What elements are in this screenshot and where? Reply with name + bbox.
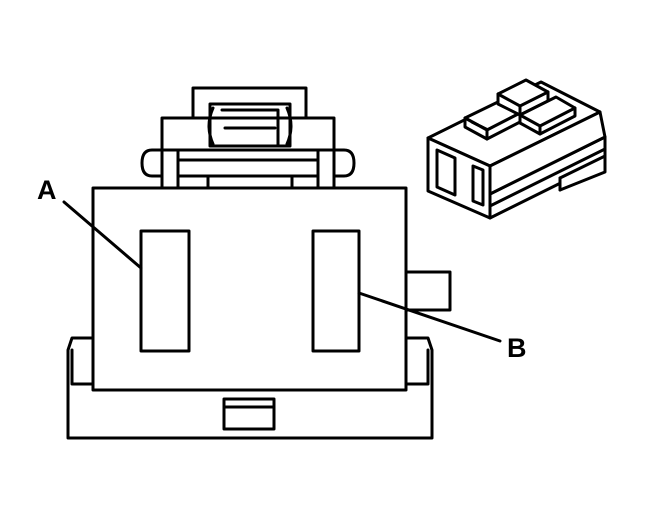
- base-lock-window: [222, 397, 276, 431]
- collar: [160, 148, 336, 190]
- latch-cap: [160, 86, 336, 152]
- connector-isometric-view: [426, 78, 607, 220]
- leader-line-b: [357, 291, 502, 343]
- isometric-cavity-right: [471, 164, 485, 207]
- leader-line-a: [62, 200, 143, 270]
- label-a: A: [37, 175, 57, 205]
- label-b: B: [507, 333, 527, 363]
- isometric-latch: [463, 78, 577, 141]
- connector-base: [66, 336, 434, 440]
- connector-face-view: [66, 86, 452, 440]
- terminal-cavity-a: [139, 229, 191, 353]
- right-ear-tab: [332, 148, 356, 178]
- left-ear-tab: [140, 148, 164, 178]
- terminal-cavity-b: [311, 229, 361, 353]
- isometric-cavity-left: [435, 148, 457, 197]
